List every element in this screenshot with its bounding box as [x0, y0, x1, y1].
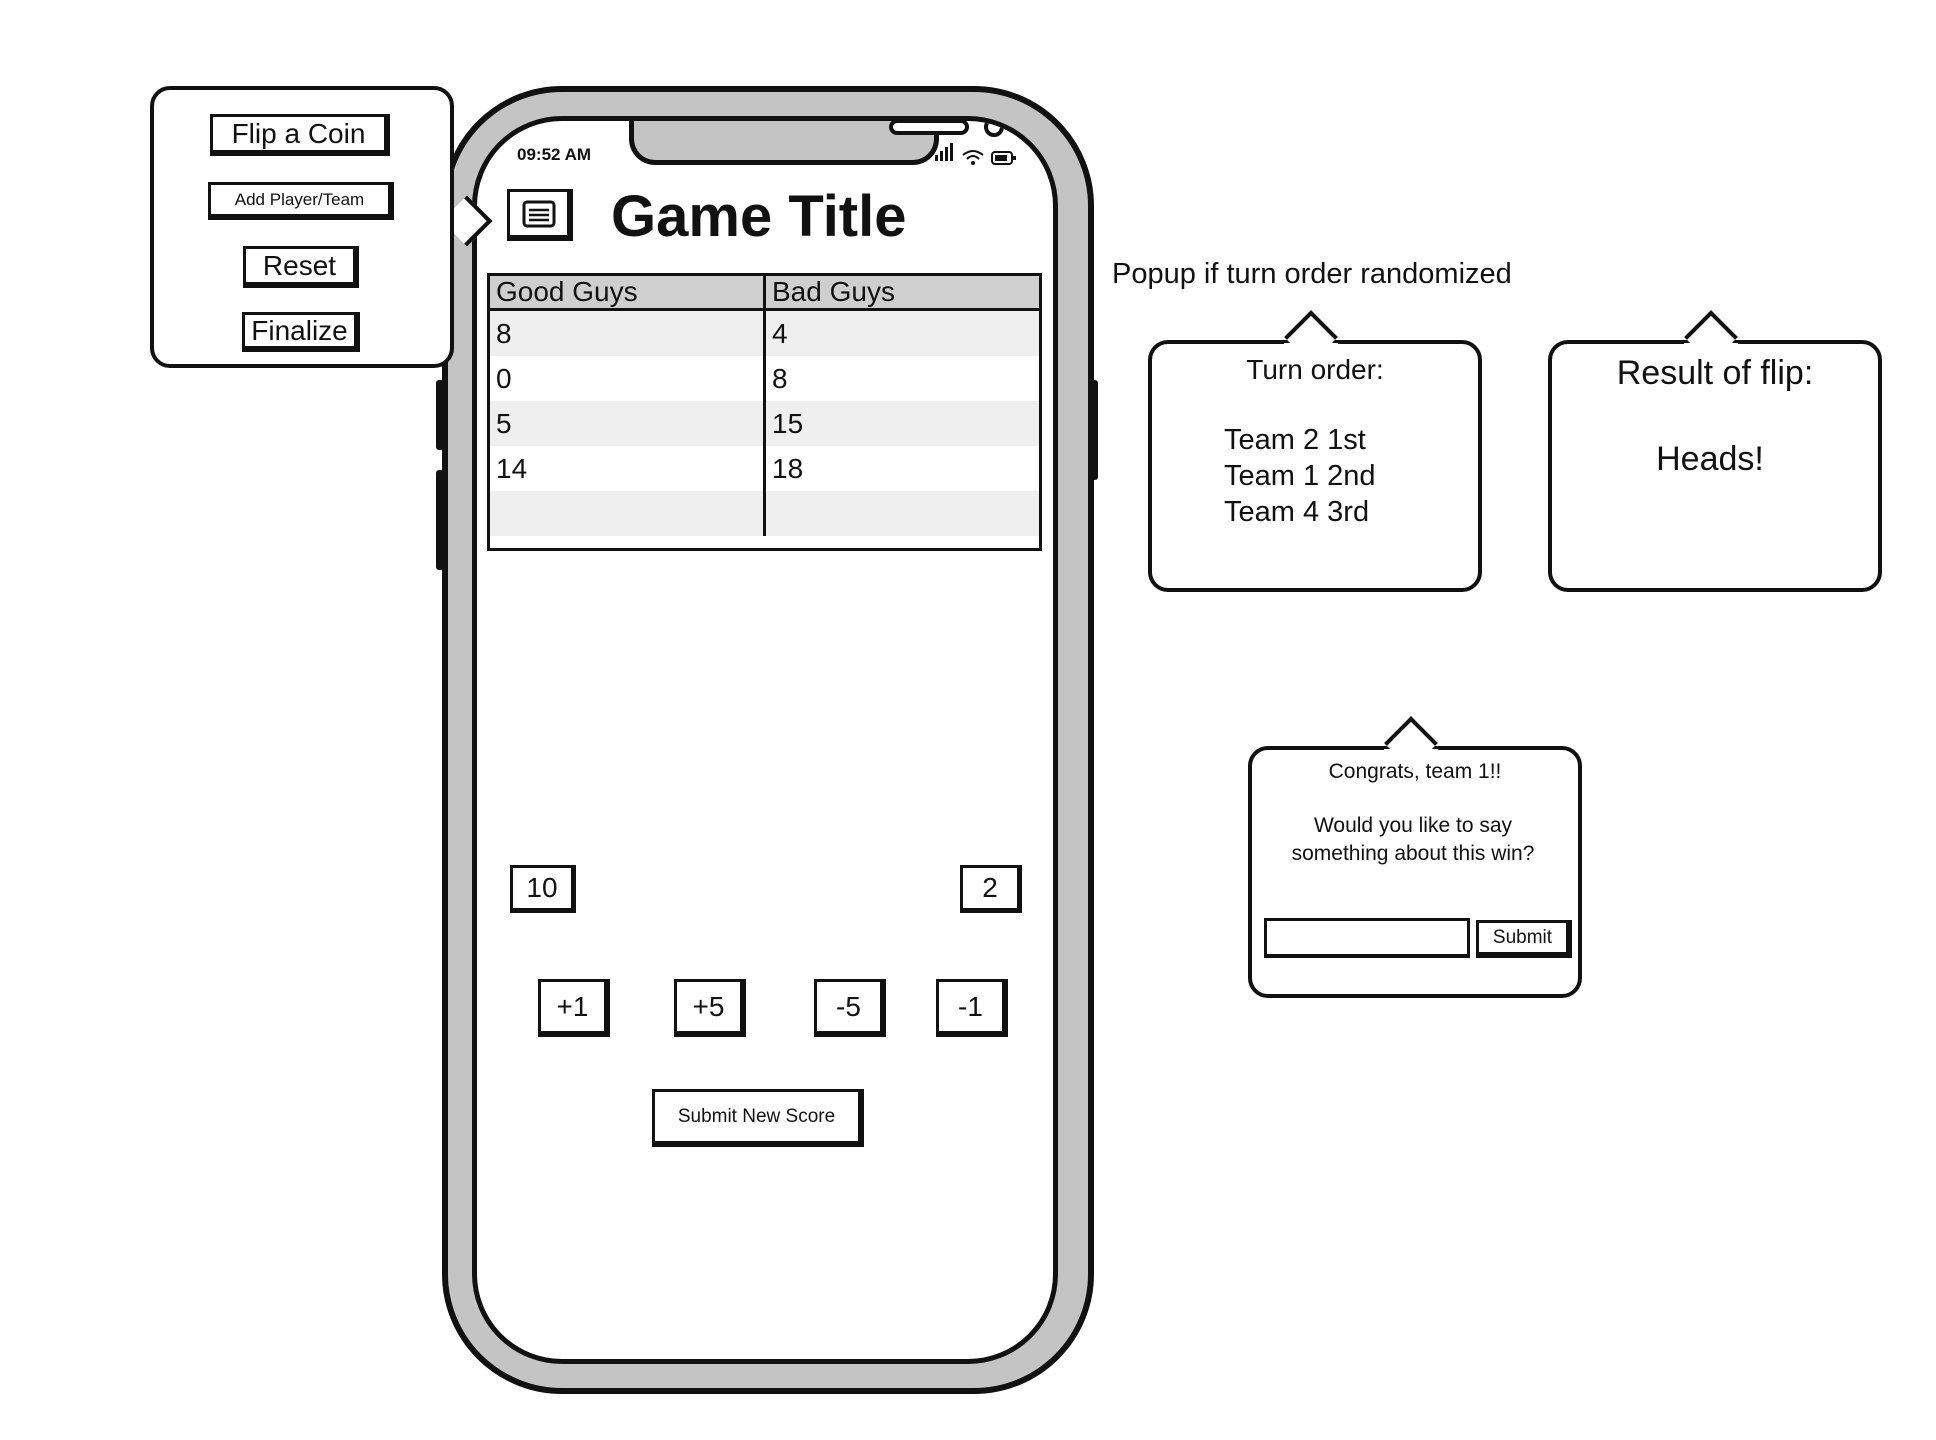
flip-result-value: Heads!: [1656, 440, 1764, 478]
turn-order-line: Team 2 1st: [1224, 424, 1366, 456]
table-cell: 0: [490, 356, 766, 401]
wifi-icon: [962, 150, 984, 165]
plus-one-button[interactable]: +1: [538, 979, 610, 1037]
flip-result-title: Result of flip:: [1616, 354, 1814, 392]
front-camera: [984, 121, 1004, 137]
signal-icon: [935, 143, 955, 166]
table-row: 14 18: [490, 446, 1039, 491]
column-header-bad-guys: Bad Guys: [764, 276, 1039, 311]
left-score-field[interactable]: 10: [510, 865, 576, 913]
submit-new-score-button[interactable]: Submit New Score: [652, 1089, 864, 1147]
minus-one-button[interactable]: -1: [936, 979, 1008, 1037]
score-table: Good Guys Bad Guys 8 4 0 8 5 15 14: [487, 273, 1042, 551]
popup-annotation-note: Popup if turn order randomized: [1112, 258, 1512, 290]
congrats-prompt-line: something about this win?: [1291, 842, 1535, 865]
table-row: 5 15: [490, 401, 1039, 446]
minus-five-button[interactable]: -5: [814, 979, 886, 1037]
table-cell: 14: [490, 446, 766, 491]
menu-icon: [522, 200, 555, 227]
turn-order-popup: Turn order: Team 2 1st Team 1 2nd Team 4…: [1148, 340, 1482, 592]
reset-button[interactable]: Reset: [243, 246, 359, 288]
tip-cover: [1684, 343, 1738, 353]
phone-notch: [629, 121, 1004, 165]
phone-volume-up-button: [436, 380, 444, 450]
congrats-title: Congrats, team 1!!: [1328, 760, 1502, 783]
turn-order-line: Team 1 2nd: [1224, 460, 1376, 492]
table-cell: [764, 491, 1039, 536]
tip-cover: [1284, 343, 1338, 353]
status-time: 09:52 AM: [517, 145, 592, 164]
table-cell: 5: [490, 401, 766, 446]
table-row: 0 8: [490, 356, 1039, 401]
right-score-field[interactable]: 2: [960, 865, 1022, 913]
tip-cover: [1384, 749, 1438, 759]
table-cell: 8: [764, 356, 1039, 401]
column-header-good-guys: Good Guys: [490, 276, 766, 311]
phone-screen: 09:52 AM Game Title Good Guys: [472, 116, 1058, 1364]
status-icons: [935, 143, 1017, 166]
flip-result-popup: Result of flip: Heads!: [1548, 340, 1882, 592]
congrats-prompt-line: Would you like to say: [1313, 814, 1513, 837]
battery-icon: [991, 151, 1016, 165]
phone-power-button: [1090, 380, 1098, 480]
add-player-team-button[interactable]: Add Player/Team: [208, 182, 394, 220]
turn-order-line: Team 4 3rd: [1224, 496, 1370, 528]
table-cell: 18: [764, 446, 1039, 491]
table-cell: 15: [764, 401, 1039, 446]
table-cell: 8: [490, 309, 766, 356]
table-cell: 4: [764, 309, 1039, 356]
congrats-popup: Congrats, team 1!! Would you like to say…: [1248, 746, 1582, 998]
win-comment-input[interactable]: [1264, 918, 1470, 958]
congrats-submit-button[interactable]: Submit: [1476, 920, 1572, 958]
table-cell: [490, 491, 766, 536]
flip-coin-button[interactable]: Flip a Coin: [210, 114, 390, 156]
finalize-button[interactable]: Finalize: [242, 312, 360, 352]
phone-volume-down-button: [436, 470, 444, 570]
menu-popup: Flip a Coin Add Player/Team Reset Finali…: [150, 86, 454, 368]
speaker-grille: [889, 121, 969, 135]
table-row: 8 4: [490, 309, 1039, 356]
table-row: [490, 491, 1039, 536]
page-title: Game Title: [611, 184, 907, 249]
menu-button[interactable]: [507, 189, 573, 241]
plus-five-button[interactable]: +5: [674, 979, 746, 1037]
